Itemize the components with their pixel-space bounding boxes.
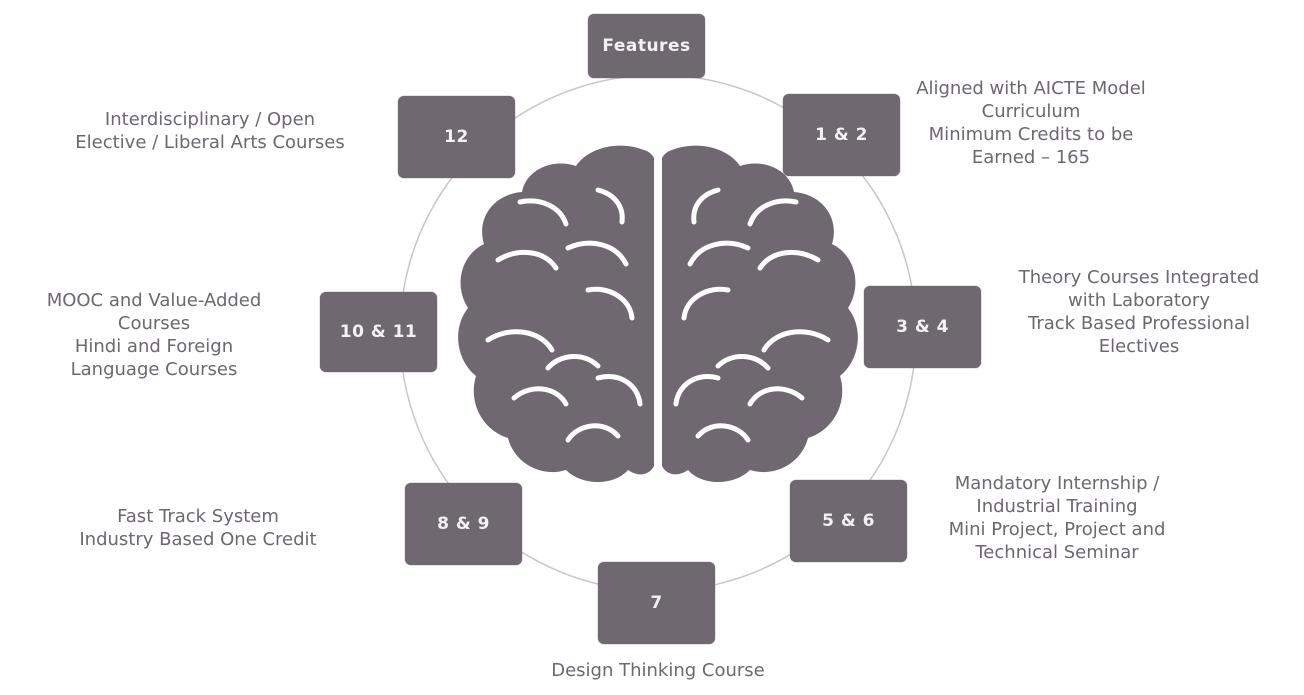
node-10-11-description: MOOC and Value-Added Courses Hindi and F… [4, 289, 304, 381]
node-8-9-line-1: Fast Track System [117, 506, 279, 527]
node-5-6-description: Mandatory Internship / Industrial Traini… [912, 472, 1202, 564]
node-1-2-line-3: Minimum Credits to be [928, 124, 1134, 145]
node-8-9-line-2: Industry Based One Credit [79, 529, 317, 550]
node-3-4-line-1: Theory Courses Integrated [1018, 267, 1260, 288]
node-7: 7 [598, 562, 715, 644]
node-5-6: 5 & 6 [790, 480, 907, 562]
node-5-6-line-2: Industrial Training [976, 496, 1138, 517]
node-12-line-2: Elective / Liberal Arts Courses [75, 132, 345, 153]
node-12-description: Interdisciplinary / Open Elective / Libe… [40, 108, 380, 154]
node-8-9-description: Fast Track System Industry Based One Cre… [38, 505, 358, 551]
node-10-11-line-3: Hindi and Foreign [74, 336, 234, 357]
node-5-6-line-4: Technical Seminar [975, 542, 1139, 563]
node-12-line-1: Interdisciplinary / Open [104, 109, 316, 130]
node-3-4-line-3: Track Based Professional [1028, 313, 1250, 334]
node-10-11: 10 & 11 [320, 292, 437, 372]
node-1-2-line-1: Aligned with AICTE Model [916, 78, 1146, 99]
node-5-6-line-1: Mandatory Internship / [954, 473, 1160, 494]
node-10-11-line-1: MOOC and Value-Added [46, 290, 262, 311]
node-8-9: 8 & 9 [405, 483, 522, 565]
node-10-11-line-4: Language Courses [70, 359, 238, 380]
hub-features: Features [588, 14, 705, 78]
node-10-11-line-2: Courses [117, 313, 191, 334]
node-1-2: 1 & 2 [783, 94, 900, 176]
node-3-4-line-4: Electives [1098, 336, 1180, 357]
brain-icon [458, 145, 858, 483]
node-7-line-1: Design Thinking Course [551, 660, 765, 681]
node-12: 12 [398, 96, 515, 178]
node-1-2-line-4: Earned – 165 [971, 147, 1091, 168]
node-3-4-line-2: with Laboratory [1068, 290, 1210, 311]
node-3-4: 3 & 4 [864, 286, 981, 368]
node-1-2-description: Aligned with AICTE Model Curriculum Mini… [896, 77, 1166, 169]
node-7-description: Design Thinking Course [508, 659, 808, 682]
node-3-4-description: Theory Courses Integrated with Laborator… [980, 266, 1298, 358]
node-1-2-line-2: Curriculum [981, 101, 1081, 122]
node-5-6-line-3: Mini Project, Project and [948, 519, 1166, 540]
